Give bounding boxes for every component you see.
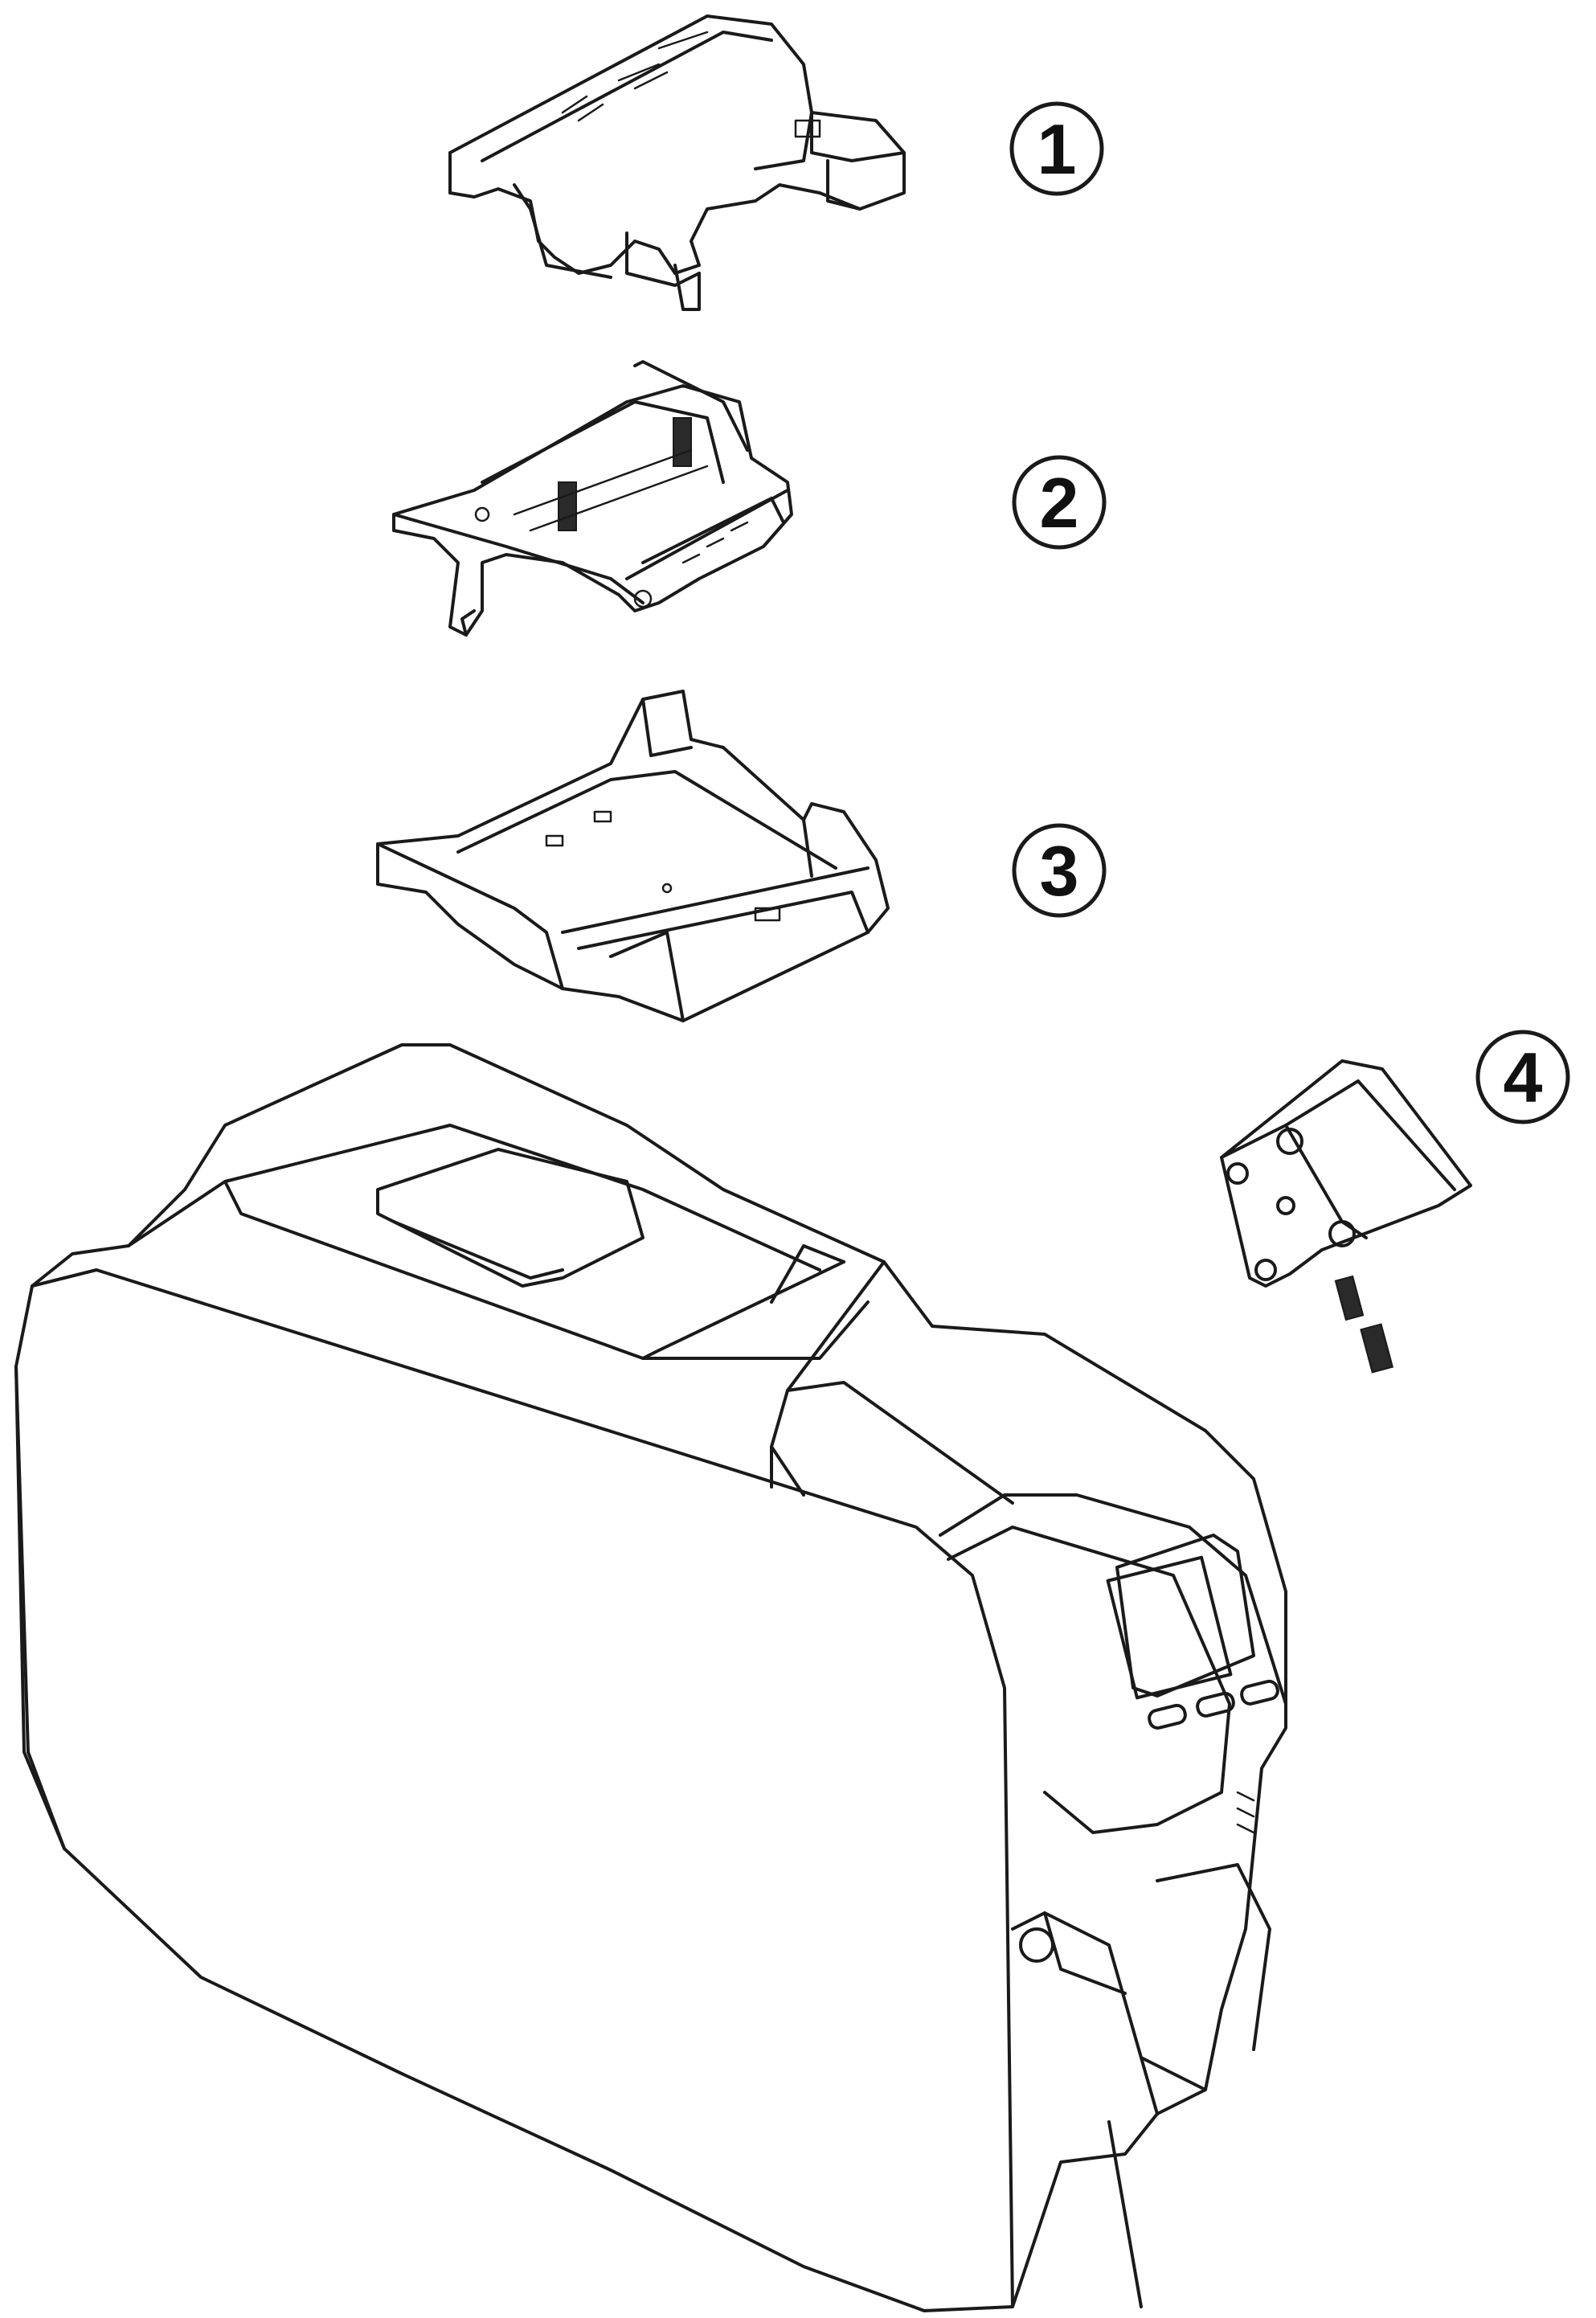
panel-button-middle	[1196, 1691, 1235, 1718]
callout-2: 2	[1012, 455, 1107, 550]
part-4-module-block	[1220, 1059, 1472, 1374]
printer-body	[14, 1043, 1287, 2312]
callout-2-label: 2	[1040, 463, 1079, 543]
callout-4-label: 4	[1504, 1038, 1543, 1117]
panel-button-left	[1148, 1703, 1187, 1730]
callout-3-label: 3	[1040, 831, 1079, 911]
display-screen	[1106, 1555, 1233, 1700]
part-3-base-frame	[376, 690, 890, 1022]
panel-button-right	[1240, 1679, 1279, 1706]
callout-4: 4	[1475, 1030, 1570, 1124]
side-latch	[1019, 1927, 1054, 1963]
callout-1-label: 1	[1037, 109, 1077, 189]
part-2-printhead-carriage	[392, 360, 793, 637]
callout-1: 1	[1009, 101, 1104, 196]
part-1-top-frame	[448, 14, 906, 311]
callout-3: 3	[1012, 823, 1107, 918]
